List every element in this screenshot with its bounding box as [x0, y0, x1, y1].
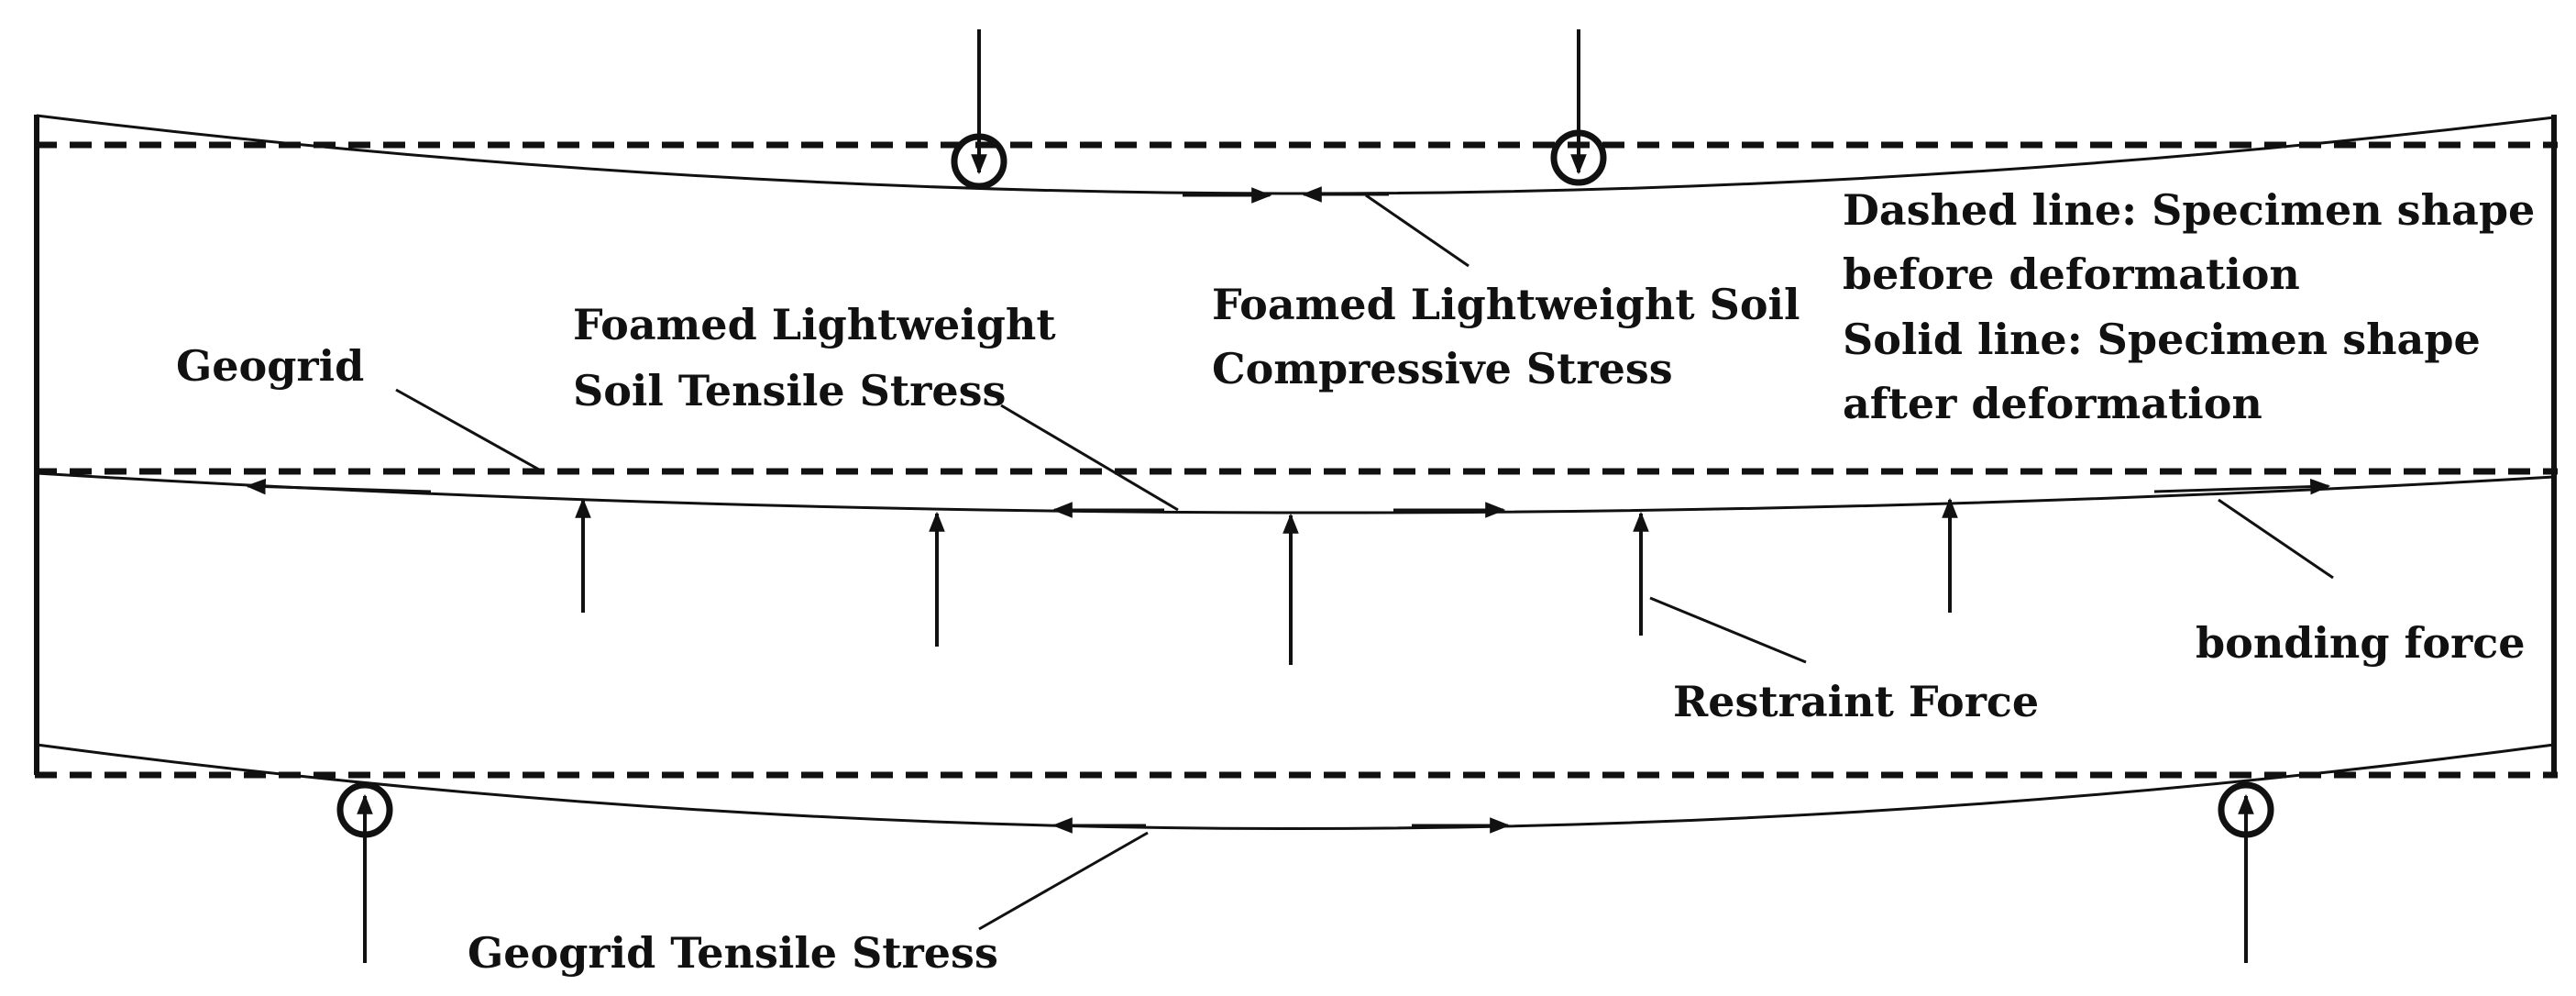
geogrid-label: Geogrid	[176, 341, 364, 391]
leader-tensile-stress	[1000, 404, 1179, 512]
compressive-stress-label-line1: Foamed Lightweight Soil	[1212, 280, 1800, 329]
geogrid-tensile-stress-label: Geogrid Tensile Stress	[468, 928, 998, 978]
geogrid-arrow-left-end	[245, 478, 432, 495]
geogrid-arrow-right-end	[2153, 478, 2331, 495]
legend-dashed-line1: Dashed line: Specimen shape	[1843, 185, 2535, 235]
leader-compressive-stress	[1365, 194, 1470, 268]
circled-down-arrow-icon	[1550, 29, 1607, 186]
leader-geogrid-tensile	[978, 831, 1149, 931]
circled-down-arrow-icon	[951, 29, 1007, 190]
leader-bonding-force	[2218, 498, 2334, 580]
deformed-top-edge	[36, 114, 2555, 195]
leader-geogrid	[395, 388, 540, 471]
compressive-stress-label-line2: Compressive Stress	[1212, 344, 1673, 393]
legend-solid-line2: after deformation	[1843, 379, 2262, 428]
circled-up-arrow-icon	[336, 781, 393, 963]
tensile-stress-label-line1: Foamed Lightweight	[573, 300, 1056, 349]
tensile-stress-label-line2: Soil Tensile Stress	[573, 366, 1006, 415]
restraint-force-label: Restraint Force	[1673, 677, 2039, 726]
deformed-bottom-edge	[36, 743, 2555, 830]
leader-restraint-force	[1649, 596, 1807, 664]
deformed-geogrid-line	[36, 471, 2555, 515]
bonding-force-label: bonding force	[2196, 618, 2526, 668]
legend-dashed-line2: before deformation	[1843, 249, 2300, 299]
circled-up-arrow-icon	[2218, 781, 2274, 963]
legend-solid-line1: Solid line: Specimen shape	[1843, 315, 2481, 364]
